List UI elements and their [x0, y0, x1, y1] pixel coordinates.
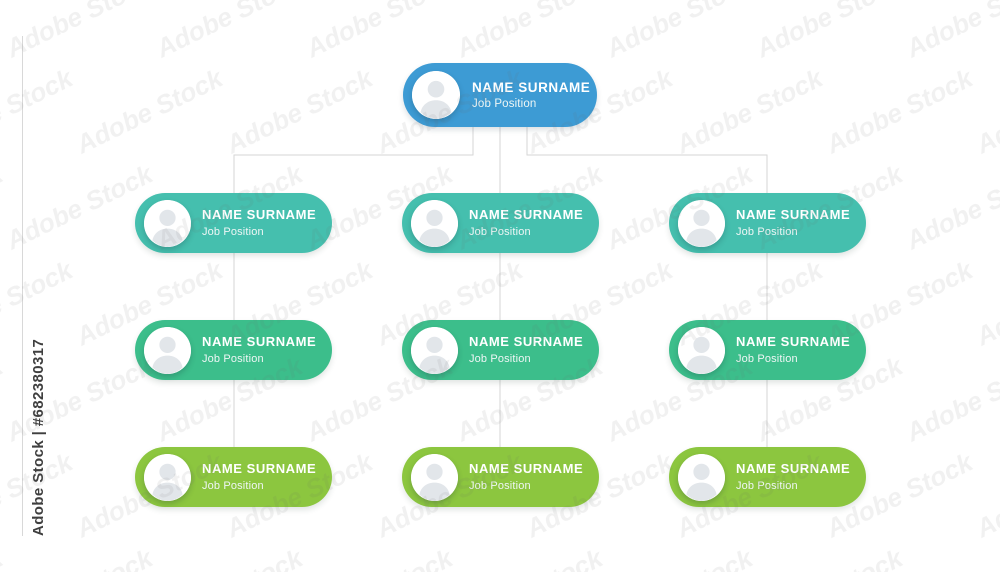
- node-name: NAME SURNAME: [469, 334, 584, 350]
- node-role: Job Position: [736, 225, 798, 238]
- connector-root-right: [526, 127, 768, 193]
- avatar-person-icon: [411, 453, 458, 501]
- connector-root-left: [233, 127, 474, 193]
- node-text-block: NAME SURNAME Job Position: [736, 335, 850, 365]
- avatar-person-icon: [412, 71, 460, 119]
- node-text-block: NAME SURNAME Job Position: [736, 208, 850, 238]
- node-name: NAME SURNAME: [736, 334, 851, 350]
- avatar-person-icon: [411, 326, 458, 374]
- node-role: Job Position: [202, 479, 264, 492]
- node-role: Job Position: [469, 225, 531, 238]
- node-role: Job Position: [736, 479, 798, 492]
- node-name: NAME SURNAME: [469, 461, 584, 477]
- avatar-person-icon: [678, 199, 725, 247]
- org-node-l4c1[interactable]: NAME SURNAME Job Position: [135, 447, 332, 507]
- node-name: NAME SURNAME: [202, 334, 317, 350]
- avatar-person-icon: [144, 326, 191, 374]
- node-name: NAME SURNAME: [202, 207, 317, 223]
- avatar-person-icon: [411, 199, 458, 247]
- node-role: Job Position: [469, 479, 531, 492]
- org-node-l2c2[interactable]: NAME SURNAME Job Position: [402, 193, 599, 253]
- node-name: NAME SURNAME: [736, 461, 851, 477]
- org-node-l3c1[interactable]: NAME SURNAME Job Position: [135, 320, 332, 380]
- node-text-block: NAME SURNAME Job Position: [202, 462, 316, 492]
- node-role: Job Position: [202, 352, 264, 365]
- node-text-block: NAME SURNAME Job Position: [469, 208, 583, 238]
- avatar-person-icon: [144, 453, 191, 501]
- node-role: Job Position: [469, 352, 531, 365]
- node-role: Job Position: [736, 352, 798, 365]
- org-node-l3c2[interactable]: NAME SURNAME Job Position: [402, 320, 599, 380]
- node-text-block: NAME SURNAME Job Position: [202, 335, 316, 365]
- node-name: NAME SURNAME: [469, 207, 584, 223]
- node-role: Job Position: [202, 225, 264, 238]
- node-text-block: NAME SURNAME Job Position: [472, 80, 590, 111]
- node-text-block: NAME SURNAME Job Position: [202, 208, 316, 238]
- node-text-block: NAME SURNAME Job Position: [736, 462, 850, 492]
- org-node-l2c1[interactable]: NAME SURNAME Job Position: [135, 193, 332, 253]
- node-text-block: NAME SURNAME Job Position: [469, 462, 583, 492]
- org-node-l2c3[interactable]: NAME SURNAME Job Position: [669, 193, 866, 253]
- org-node-l4c2[interactable]: NAME SURNAME Job Position: [402, 447, 599, 507]
- org-node-root[interactable]: NAME SURNAME Job Position: [403, 63, 597, 127]
- node-role: Job Position: [472, 97, 537, 110]
- org-node-l4c3[interactable]: NAME SURNAME Job Position: [669, 447, 866, 507]
- avatar-person-icon: [144, 199, 191, 247]
- node-name: NAME SURNAME: [472, 79, 591, 95]
- avatar-person-icon: [678, 453, 725, 501]
- org-node-l3c3[interactable]: NAME SURNAME Job Position: [669, 320, 866, 380]
- node-name: NAME SURNAME: [202, 461, 317, 477]
- avatar-person-icon: [678, 326, 725, 374]
- node-name: NAME SURNAME: [736, 207, 851, 223]
- watermark-divider: [22, 36, 23, 536]
- node-text-block: NAME SURNAME Job Position: [469, 335, 583, 365]
